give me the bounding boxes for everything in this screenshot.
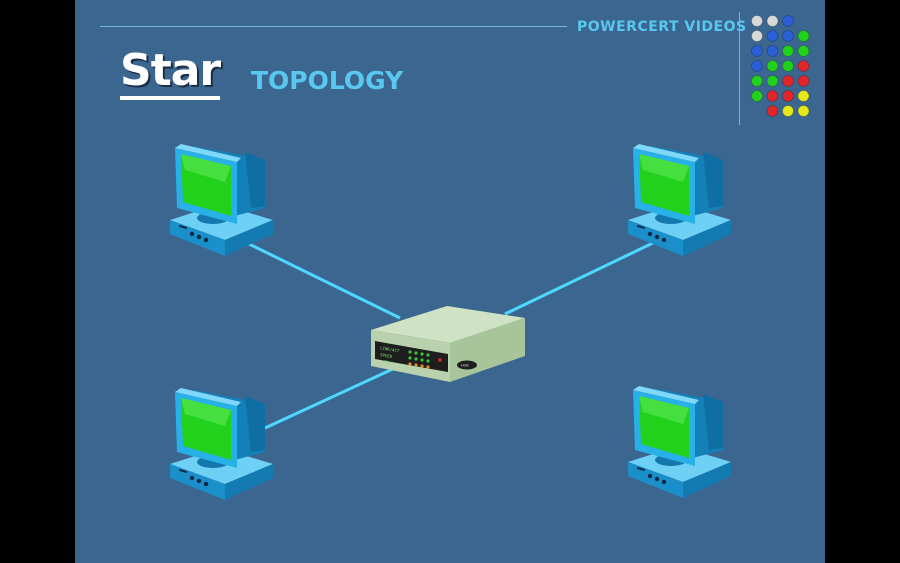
cable-top-left xyxy=(244,240,401,320)
logo-dot xyxy=(797,75,810,87)
logo-dot xyxy=(797,30,810,42)
hub-label-speed: SPEED xyxy=(380,352,393,359)
logo-dot xyxy=(782,75,794,87)
logo-dot xyxy=(766,45,779,57)
logo-dot xyxy=(797,105,810,117)
cable-top-right xyxy=(504,240,656,316)
title-main: Star xyxy=(120,48,221,100)
logo-dot xyxy=(766,60,779,72)
topology-diagram: LINK/ACT SPEED FDX HUB xyxy=(170,15,810,500)
computer-top-right xyxy=(628,144,731,256)
logo-dot xyxy=(782,60,794,72)
logo-dot xyxy=(751,15,763,27)
computer-top-left xyxy=(170,144,273,256)
logo-dot xyxy=(782,90,794,102)
logo-dot xyxy=(782,105,794,117)
logo-dot xyxy=(766,15,779,27)
logo-dot xyxy=(751,45,763,57)
logo-dot xyxy=(797,60,810,72)
hub-label-linkact: LINK/ACT xyxy=(380,345,400,353)
logo-dot xyxy=(766,75,779,87)
logo-dot xyxy=(782,45,794,57)
cable-bottom-left xyxy=(264,366,396,430)
logo-dot-grid xyxy=(751,15,810,117)
logo-dot xyxy=(751,90,763,102)
slide: POWERCERT VIDEOS Star TOPOLOGY xyxy=(75,0,825,563)
logo-dot xyxy=(797,90,810,102)
logo-dot xyxy=(782,30,794,42)
header-rule xyxy=(100,26,567,27)
logo-dot xyxy=(751,60,763,72)
computer-bottom-right xyxy=(628,386,731,498)
logo-dot xyxy=(797,45,810,57)
logo-dot xyxy=(782,15,794,27)
hub-badge: HUB xyxy=(461,364,469,368)
brand-label: POWERCERT VIDEOS xyxy=(577,19,747,35)
logo-dot xyxy=(766,30,779,42)
title-sub: TOPOLOGY xyxy=(251,66,404,95)
hub-label-fdx: FDX xyxy=(383,359,392,365)
logo-dot xyxy=(766,90,779,102)
hub-device: LINK/ACT SPEED FDX HUB xyxy=(371,306,525,382)
logo-dot xyxy=(766,105,779,117)
logo-dot xyxy=(751,75,763,87)
logo-dot xyxy=(751,30,763,42)
computer-bottom-left xyxy=(170,388,273,500)
header-divider xyxy=(739,12,740,125)
